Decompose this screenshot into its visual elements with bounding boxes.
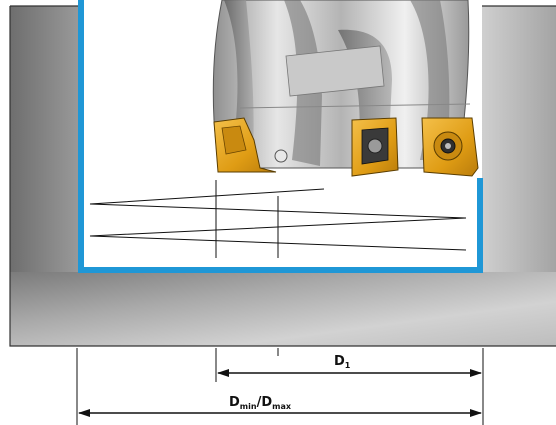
screw-head-icon — [274, 149, 288, 163]
cutting-insert-left — [213, 117, 277, 173]
dmin-dmax-label: Dmin/Dmax — [229, 395, 292, 411]
workpiece — [9, 5, 556, 347]
cutting-insert-middle — [351, 117, 399, 177]
machined-wall-outline — [78, 0, 483, 273]
cutting-insert-right — [421, 117, 479, 177]
ramping-toolpath — [89, 188, 467, 251]
d1-label: D1 — [334, 354, 351, 370]
